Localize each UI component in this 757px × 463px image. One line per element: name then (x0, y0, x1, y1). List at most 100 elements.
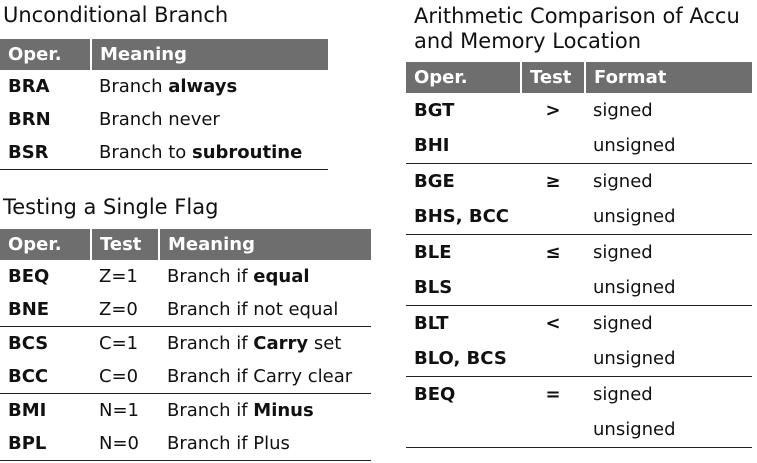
opcode-cell: BRN (8, 109, 51, 130)
opcode-cell: BSR (0, 136, 91, 170)
column-header-meaning: Meaning (90, 39, 328, 70)
test-cell (521, 412, 585, 448)
test-cell: N=0 (91, 427, 159, 461)
opcode-cell: BLE (414, 242, 452, 263)
table-row: BLE ≤ signed (406, 235, 752, 271)
column-header-format: Format (584, 62, 752, 93)
meaning-cell: Branch if not equal (159, 293, 371, 327)
test-cell: < (545, 313, 561, 334)
format-cell: unsigned (585, 412, 752, 448)
table-row: BGT > signed (406, 93, 752, 128)
test-cell: Z=0 (91, 293, 159, 327)
meaning-text: Branch if (167, 400, 254, 421)
meaning-cell: Branch if Carry set (159, 327, 371, 361)
opcode-cell: BHI (406, 128, 521, 164)
format-cell: signed (593, 100, 653, 121)
opcode-cell: BLO, BCS (406, 341, 521, 377)
opcode-cell: BEQ (8, 266, 50, 287)
single-flag-title: Testing a Single Flag (3, 195, 219, 219)
format-cell: signed (593, 242, 653, 263)
test-cell (521, 341, 585, 377)
table-header-row: Oper. Test Meaning (0, 229, 371, 260)
test-cell: ≥ (545, 171, 561, 192)
test-cell: N=1 (99, 400, 139, 421)
table-header-row: Oper. Meaning (0, 39, 328, 70)
single-flag-table: Oper. Test Meaning BEQ Z=1 Branch if equ… (0, 229, 371, 461)
opcode-cell: BCC (0, 360, 91, 394)
test-cell: Z=1 (99, 266, 138, 287)
format-cell: signed (593, 313, 653, 334)
format-cell: unsigned (585, 199, 752, 235)
title-line-2: and Memory Location (414, 29, 642, 53)
format-cell: signed (593, 171, 653, 192)
table-row: BLT < signed (406, 306, 752, 342)
format-cell: unsigned (585, 341, 752, 377)
meaning-cell: Branch if equal (159, 260, 371, 293)
meaning-emphasis: subroutine (192, 142, 303, 163)
meaning-text: Branch if not equal (167, 299, 339, 320)
meaning-emphasis: Carry (253, 333, 309, 354)
meaning-text: Branch if Plus (167, 433, 290, 454)
format-cell: unsigned (585, 128, 752, 164)
table-row: BSR Branch to subroutine (0, 136, 328, 170)
column-header-meaning: Meaning (158, 229, 371, 260)
table-row: BHI unsigned (406, 128, 752, 164)
table-row: unsigned (406, 412, 752, 448)
column-header-test: Test (520, 62, 585, 93)
table-row: BPL N=0 Branch if Plus (0, 427, 371, 461)
meaning-text: Branch if (167, 266, 254, 287)
opcode-cell: BMI (8, 400, 47, 421)
table-row: BGE ≥ signed (406, 164, 752, 200)
meaning-cell: Branch if Minus (159, 394, 371, 428)
test-cell: > (545, 100, 561, 121)
test-cell (521, 128, 585, 164)
table-row: BCC C=0 Branch if Carry clear (0, 360, 371, 394)
column-header-oper: Oper. (0, 39, 91, 70)
opcode-cell: BPL (0, 427, 91, 461)
column-header-oper: Oper. (0, 229, 91, 260)
opcode-cell: BCS (8, 333, 49, 354)
meaning-cell: Branch never (91, 103, 328, 136)
column-header-test: Test (90, 229, 159, 260)
table-row: BMI N=1 Branch if Minus (0, 394, 371, 428)
table-row: BRA Branch always (0, 70, 328, 103)
table-row: BLO, BCS unsigned (406, 341, 752, 377)
table-row: BHS, BCC unsigned (406, 199, 752, 235)
opcode-cell: BGE (414, 171, 455, 192)
title-line-1: Arithmetic Comparison of Accu (414, 4, 740, 28)
meaning-text: Branch if Carry clear (167, 366, 353, 387)
table-header-row: Oper. Test Format (406, 62, 752, 93)
table-row: BNE Z=0 Branch if not equal (0, 293, 371, 327)
meaning-text: Branch never (99, 109, 220, 130)
column-header-oper: Oper. (406, 62, 521, 93)
meaning-emphasis: Minus (253, 400, 314, 421)
unconditional-branch-table: Oper. Meaning BRA Branch always BRN Bran… (0, 39, 328, 170)
meaning-cell: Branch if Carry clear (159, 360, 371, 394)
meaning-text: Branch to (99, 142, 193, 163)
table-row: BRN Branch never (0, 103, 328, 136)
test-cell (521, 199, 585, 235)
meaning-text: Branch if (167, 333, 254, 354)
test-cell: ≤ (545, 242, 561, 263)
arithmetic-comparison-table: Oper. Test Format BGT > signed BHI unsig… (406, 62, 752, 448)
unconditional-branch-title: Unconditional Branch (3, 3, 229, 27)
opcode-cell: BLS (406, 270, 521, 306)
table-row: BEQ = signed (406, 377, 752, 413)
meaning-text: set (308, 333, 342, 354)
meaning-emphasis: equal (253, 266, 310, 287)
meaning-cell: Branch if Plus (159, 427, 371, 461)
test-cell: C=0 (91, 360, 159, 394)
opcode-cell: BRA (8, 76, 50, 97)
table-row: BEQ Z=1 Branch if equal (0, 260, 371, 293)
test-cell: = (545, 384, 561, 405)
opcode-cell: BEQ (414, 384, 456, 405)
test-cell: C=1 (99, 333, 139, 354)
format-cell: unsigned (585, 270, 752, 306)
meaning-cell: Branch always (91, 70, 328, 103)
meaning-text: Branch (99, 76, 169, 97)
table-row: BCS C=1 Branch if Carry set (0, 327, 371, 361)
arithmetic-comparison-title: Arithmetic Comparison of Accu and Memory… (414, 4, 740, 54)
opcode-cell: BNE (0, 293, 91, 327)
opcode-cell (406, 412, 521, 448)
table-row: BLS unsigned (406, 270, 752, 306)
